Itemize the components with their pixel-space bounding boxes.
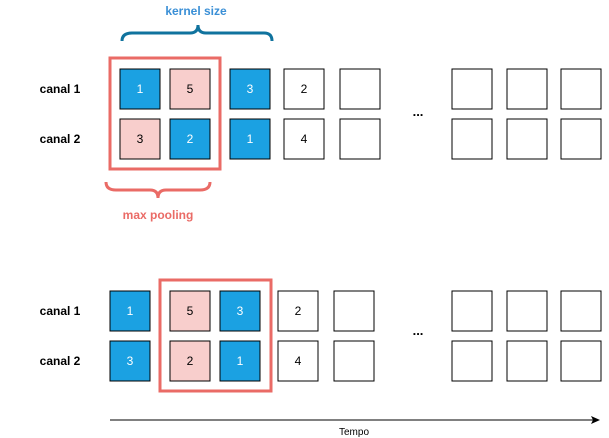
bottom-cell-value-r1-c4: 2	[295, 304, 302, 318]
top-cell-value-r2-c1: 3	[137, 132, 144, 146]
bottom-cell-r2-c4	[277, 340, 319, 382]
bottom-cell-r1-c6	[451, 290, 493, 332]
top-cell-r2-c5	[339, 118, 381, 160]
max-pooling-label: max pooling	[123, 208, 194, 222]
bottom-cell-value-r2-c1: 3	[127, 354, 134, 368]
bottom-cell-r2-c7	[506, 340, 548, 382]
bottom-cell-value-r2-c2: 2	[187, 354, 194, 368]
top-row-label-2: canal 2	[40, 132, 81, 146]
bottom-grid: canal 1 1 5 3 2 canal 2 3 2 1 4	[40, 290, 602, 382]
bottom-cell-r1-c2	[169, 290, 211, 332]
ellipsis-bottom: ...	[413, 323, 424, 338]
top-cell-r1-c6	[451, 68, 493, 110]
top-cell-value-r1-c2: 5	[187, 82, 194, 96]
top-cell-value-r2-c2: 2	[187, 132, 194, 146]
bottom-cell-r2-c2	[169, 340, 211, 382]
bottom-cell-r1-c4	[277, 290, 319, 332]
max-pooling-frame-top	[108, 56, 222, 171]
top-cell-r1-c5	[339, 68, 381, 110]
top-cell-r2-c8	[560, 118, 602, 160]
bottom-cell-r2-c5	[333, 340, 375, 382]
bottom-cell-r1-c7	[506, 290, 548, 332]
bottom-cell-r2-c1	[109, 340, 151, 382]
bottom-cell-value-r2-c4: 4	[295, 354, 302, 368]
kernel-size-label: kernel size	[165, 4, 227, 18]
time-axis-arrowhead	[591, 416, 600, 424]
top-cell-value-r1-c1: 1	[137, 82, 144, 96]
bottom-cell-value-r2-c3: 1	[237, 354, 244, 368]
top-cell-r1-c2	[169, 68, 211, 110]
top-grid: canal 1 1 5 3 2 canal 2 3 2 1 4	[40, 68, 602, 160]
bottom-cell-r2-c6	[451, 340, 493, 382]
top-cell-r1-c7	[506, 68, 548, 110]
top-cell-r2-c4	[283, 118, 325, 160]
bottom-cell-r1-c8	[560, 290, 602, 332]
bottom-row-label-1: canal 1	[40, 304, 81, 318]
bottom-cell-r2-c8	[560, 340, 602, 382]
top-cell-r1-c3	[229, 68, 271, 110]
top-cell-r1-c1	[119, 68, 161, 110]
bottom-cell-r1-c1	[109, 290, 151, 332]
max-pooling-brace	[104, 181, 212, 199]
bottom-cell-value-r1-c2: 5	[187, 304, 194, 318]
bottom-cell-value-r1-c3: 3	[237, 304, 244, 318]
top-cell-value-r2-c4: 4	[301, 132, 308, 146]
top-row-label-1: canal 1	[40, 82, 81, 96]
top-cell-value-r1-c3: 3	[247, 82, 254, 96]
top-cell-r1-c8	[560, 68, 602, 110]
top-cell-value-r1-c4: 2	[301, 82, 308, 96]
top-cell-r2-c1	[119, 118, 161, 160]
top-cell-r1-c4	[283, 68, 325, 110]
bottom-cell-r1-c5	[333, 290, 375, 332]
top-cell-r2-c6	[451, 118, 493, 160]
bottom-cell-r1-c3	[219, 290, 261, 332]
time-axis-label: Tempo	[339, 427, 369, 438]
top-cell-value-r2-c3: 1	[247, 132, 254, 146]
top-cell-r2-c7	[506, 118, 548, 160]
top-cell-r2-c2	[169, 118, 211, 160]
top-cell-r2-c3	[229, 118, 271, 160]
kernel-size-brace	[120, 24, 274, 42]
bottom-row-label-2: canal 2	[40, 354, 81, 368]
bottom-cell-value-r1-c1: 1	[127, 304, 134, 318]
bottom-cell-r2-c3	[219, 340, 261, 382]
max-pooling-frame-bottom	[158, 278, 273, 393]
ellipsis-top: ...	[413, 104, 424, 119]
